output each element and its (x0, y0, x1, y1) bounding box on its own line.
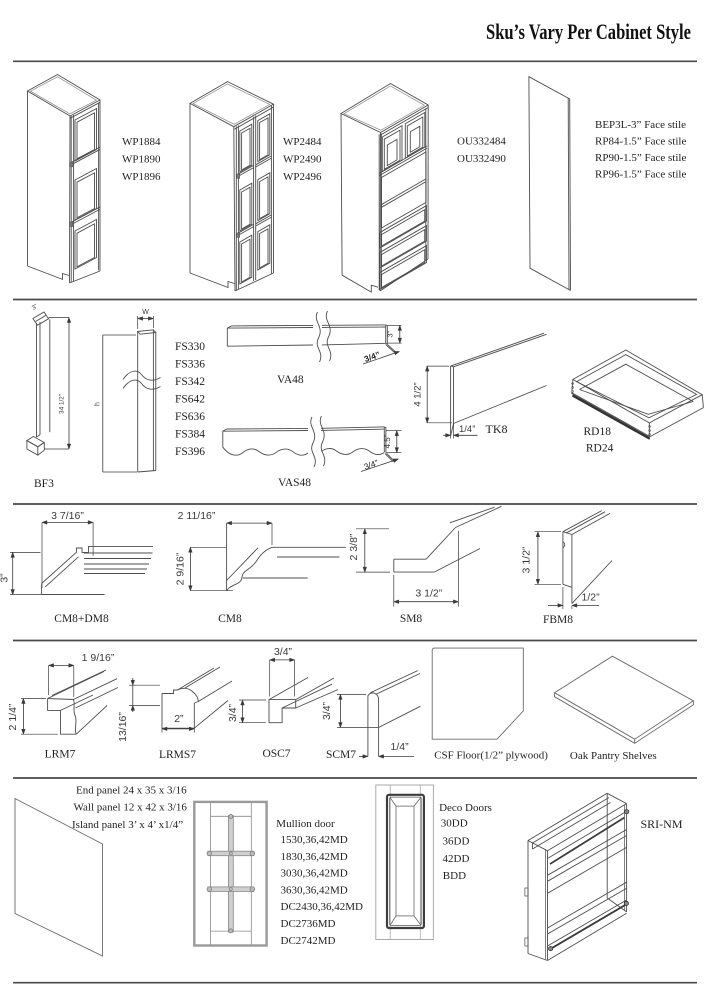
svg-text:WP2484: WP2484 (283, 136, 322, 148)
svg-text:CM8: CM8 (218, 613, 242, 625)
svg-text:1/2”: 1/2” (582, 592, 601, 604)
svg-text:BF3: BF3 (34, 478, 54, 490)
svg-text:VA48: VA48 (277, 374, 304, 386)
svg-text:Oak Pantry Shelves: Oak Pantry Shelves (570, 750, 657, 762)
svg-text:3 1/2”: 3 1/2” (521, 546, 533, 573)
svg-text:VAS48: VAS48 (278, 477, 311, 489)
svg-text:3”: 3” (31, 304, 39, 312)
svg-text:34 1/2”: 34 1/2” (59, 394, 66, 414)
svg-text:FS336: FS336 (175, 359, 205, 371)
svg-text:3 7/16”: 3 7/16” (51, 510, 84, 522)
svg-text:Island panel 3’ x 4’ x1/4”: Island panel 3’ x 4’ x1/4” (72, 819, 183, 831)
svg-text:LRMS7: LRMS7 (159, 749, 196, 761)
svg-text:3/4”: 3/4” (362, 457, 379, 471)
svg-text:4 1/2”: 4 1/2” (413, 382, 424, 406)
svg-text:FS396: FS396 (175, 446, 205, 458)
svg-text:36DD: 36DD (443, 835, 470, 847)
svg-text:RP84-1.5” Face stile: RP84-1.5” Face stile (595, 136, 686, 148)
svg-text:Wall panel 12 x 42 x 3/16: Wall panel 12 x 42 x 3/16 (74, 802, 188, 814)
svg-text:Mullion door: Mullion door (276, 818, 335, 830)
svg-text:FS642: FS642 (175, 394, 205, 406)
svg-text:SM8: SM8 (400, 613, 423, 625)
svg-text:LRM7: LRM7 (45, 749, 76, 761)
svg-text:BDD: BDD (443, 870, 466, 882)
svg-text:BEP3L-3” Face stile: BEP3L-3” Face stile (595, 119, 686, 131)
svg-text:DC2430,36,42MD: DC2430,36,42MD (281, 901, 364, 913)
svg-text:SRI-NM: SRI-NM (641, 817, 683, 831)
svg-text:WP2496: WP2496 (283, 171, 322, 183)
svg-text:Sku’s Vary Per Cabinet Style: Sku’s Vary Per Cabinet Style (486, 19, 691, 44)
svg-text:DC2736MD: DC2736MD (281, 918, 336, 930)
svg-text:RD24: RD24 (586, 443, 614, 455)
svg-text:W: W (142, 309, 149, 316)
svg-text:2 9/16”: 2 9/16” (175, 552, 187, 585)
svg-text:2 11/16”: 2 11/16” (178, 510, 216, 522)
svg-text:RD18: RD18 (584, 426, 612, 438)
svg-text:1/4”: 1/4” (459, 424, 475, 435)
svg-text:1530,36,42MD: 1530,36,42MD (281, 834, 348, 846)
svg-text:FS330: FS330 (175, 341, 205, 353)
svg-text:FS636: FS636 (175, 411, 205, 423)
svg-text:4.5”: 4.5” (383, 434, 392, 448)
svg-text:3/4”: 3/4” (321, 701, 333, 720)
svg-text:SCM7: SCM7 (326, 749, 356, 761)
svg-text:RP90-1.5” Face stile: RP90-1.5” Face stile (595, 152, 686, 164)
svg-text:3”: 3” (0, 573, 11, 583)
svg-text:42DD: 42DD (443, 853, 470, 865)
svg-text:2 1/4”: 2 1/4” (7, 703, 19, 730)
svg-text:TK8: TK8 (486, 422, 508, 436)
svg-text:30DD: 30DD (441, 817, 468, 829)
svg-text:1/4”: 1/4” (391, 741, 410, 753)
svg-text:Deco Doors: Deco Doors (439, 802, 492, 814)
svg-text:2”: 2” (174, 713, 184, 725)
svg-text:OU332484: OU332484 (457, 136, 506, 148)
svg-text:FS384: FS384 (175, 429, 205, 441)
svg-text:WP2490: WP2490 (283, 154, 322, 166)
svg-text:WP1890: WP1890 (122, 154, 161, 166)
svg-text:OSC7: OSC7 (262, 748, 290, 760)
svg-text:RP96-1.5” Face stile: RP96-1.5” Face stile (595, 169, 686, 181)
svg-text:DC2742MD: DC2742MD (281, 935, 336, 947)
svg-text:WP1896: WP1896 (122, 171, 161, 183)
svg-text:13/16”: 13/16” (117, 712, 129, 742)
svg-text:3 1/2”: 3 1/2” (415, 587, 442, 599)
svg-text:3630,36,42MD: 3630,36,42MD (281, 884, 348, 896)
svg-text:h: h (95, 402, 102, 406)
svg-text:2 3/8”: 2 3/8” (348, 533, 360, 560)
svg-text:FS342: FS342 (175, 376, 205, 388)
svg-text:1 9/16”: 1 9/16” (82, 652, 115, 664)
svg-text:WP1884: WP1884 (122, 136, 161, 148)
svg-text:3/4”: 3/4” (227, 703, 239, 722)
svg-text:1830,36,42MD: 1830,36,42MD (281, 851, 348, 863)
svg-text:CSF Floor(1/2” plywood): CSF Floor(1/2” plywood) (434, 750, 548, 762)
svg-text:CM8+DM8: CM8+DM8 (54, 613, 109, 625)
svg-text:3”: 3” (386, 330, 395, 337)
svg-text:3/4”: 3/4” (363, 349, 381, 364)
svg-text:3/4”: 3/4” (274, 646, 293, 658)
svg-text:End panel 24 x 35 x 3/16: End panel 24 x 35 x 3/16 (76, 785, 187, 797)
svg-text:FBM8: FBM8 (543, 614, 573, 626)
svg-text:3030,36,42MD: 3030,36,42MD (281, 868, 348, 880)
svg-text:OU332490: OU332490 (457, 153, 506, 165)
